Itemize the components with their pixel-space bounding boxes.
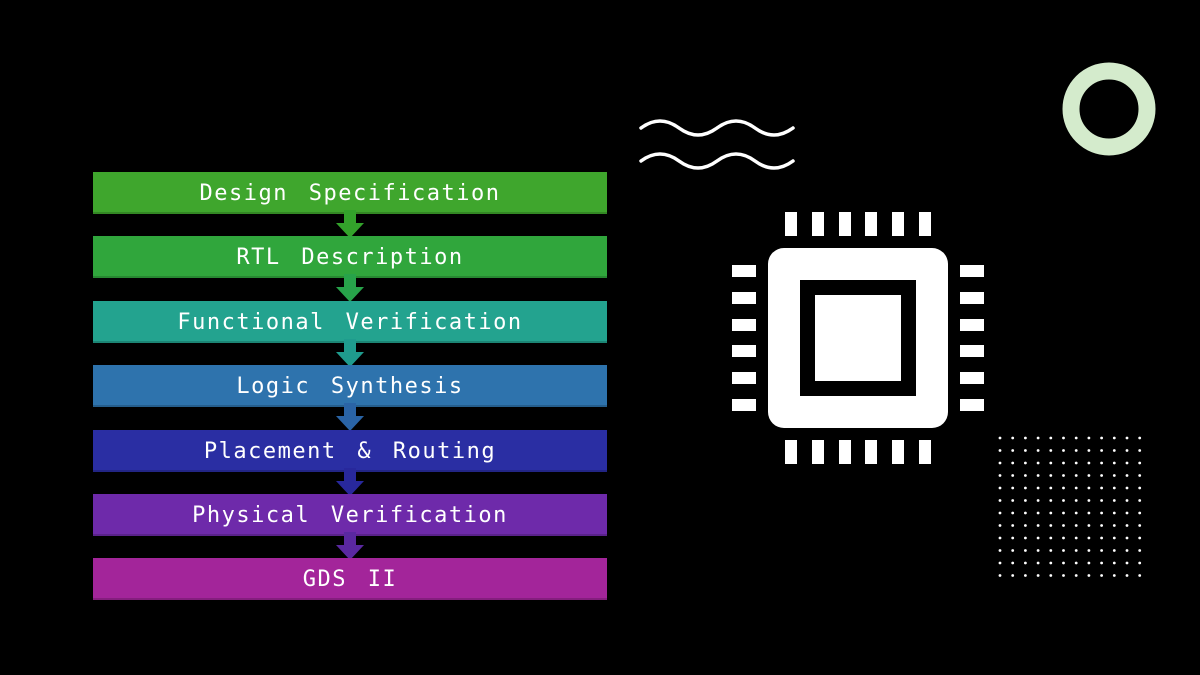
flow-arrow-icon	[336, 339, 364, 367]
flow-arrow-icon	[336, 532, 364, 560]
step-design-specification: Design Specification	[93, 172, 607, 214]
ring-icon	[1062, 62, 1156, 156]
step-logic-synthesis: Logic Synthesis	[93, 365, 607, 407]
flow-arrow-icon	[336, 274, 364, 302]
flow-arrow-icon	[336, 210, 364, 238]
asic-design-flow: Design Specification RTL Description Fun…	[93, 172, 607, 602]
step-placement-routing: Placement & Routing	[93, 430, 607, 472]
step-functional-verification: Functional Verification	[93, 301, 607, 343]
step-physical-verification: Physical Verification	[93, 494, 607, 536]
dot-grid-icon	[998, 436, 1142, 577]
step-rtl-description: RTL Description	[93, 236, 607, 278]
step-gds-ii: GDS II	[93, 558, 607, 600]
wavy-lines-icon	[639, 119, 795, 170]
flow-arrow-icon	[336, 403, 364, 431]
flow-arrow-icon	[336, 468, 364, 496]
microchip-icon	[732, 212, 984, 464]
